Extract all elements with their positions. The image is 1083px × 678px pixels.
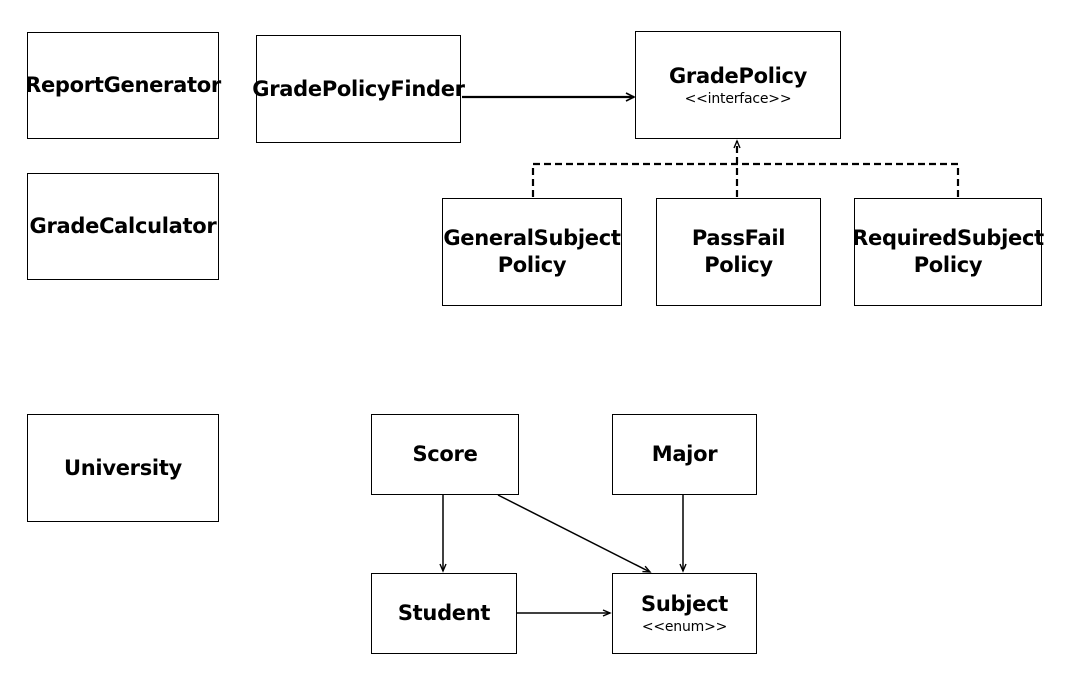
class-name: Major bbox=[651, 442, 718, 466]
class-report-generator[interactable]: ReportGenerator bbox=[25, 32, 221, 139]
class-name: Score bbox=[412, 442, 478, 466]
class-subject[interactable]: Subject <<enum>> bbox=[612, 573, 757, 654]
class-grade-policy[interactable]: GradePolicy <<interface>> bbox=[635, 31, 841, 139]
association-score-to-subject bbox=[497, 494, 652, 573]
class-university[interactable]: University bbox=[27, 414, 219, 522]
class-name: Subject bbox=[641, 592, 728, 616]
class-score[interactable]: Score bbox=[371, 414, 519, 495]
class-pass-fail-policy[interactable]: PassFail Policy bbox=[656, 198, 821, 306]
class-name: GradePolicy bbox=[668, 63, 808, 88]
class-required-subject-policy[interactable]: RequiredSubject Policy bbox=[852, 198, 1044, 306]
class-name: GradeCalculator bbox=[29, 214, 217, 238]
realization-general-to-gradepolicy bbox=[531, 162, 735, 197]
class-name: RequiredSubject Policy bbox=[852, 226, 1044, 277]
class-name: ReportGenerator bbox=[25, 73, 221, 97]
class-name: PassFail Policy bbox=[691, 226, 786, 277]
class-major[interactable]: Major bbox=[612, 414, 757, 495]
class-name: Student bbox=[397, 601, 491, 625]
realization-required-to-gradepolicy bbox=[735, 162, 960, 197]
class-name: GradePolicyFinder bbox=[252, 76, 465, 101]
class-grade-calculator[interactable]: GradeCalculator bbox=[27, 173, 219, 280]
class-grade-policy-finder[interactable]: GradePolicyFinder bbox=[252, 35, 465, 143]
class-name: GeneralSubject Policy bbox=[443, 226, 621, 277]
class-student[interactable]: Student bbox=[371, 573, 517, 654]
stereotype-label: <<enum>> bbox=[641, 619, 728, 635]
class-general-subject-policy[interactable]: GeneralSubject Policy bbox=[442, 198, 622, 306]
class-name: University bbox=[64, 455, 182, 480]
stereotype-label: <<interface>> bbox=[684, 90, 792, 107]
